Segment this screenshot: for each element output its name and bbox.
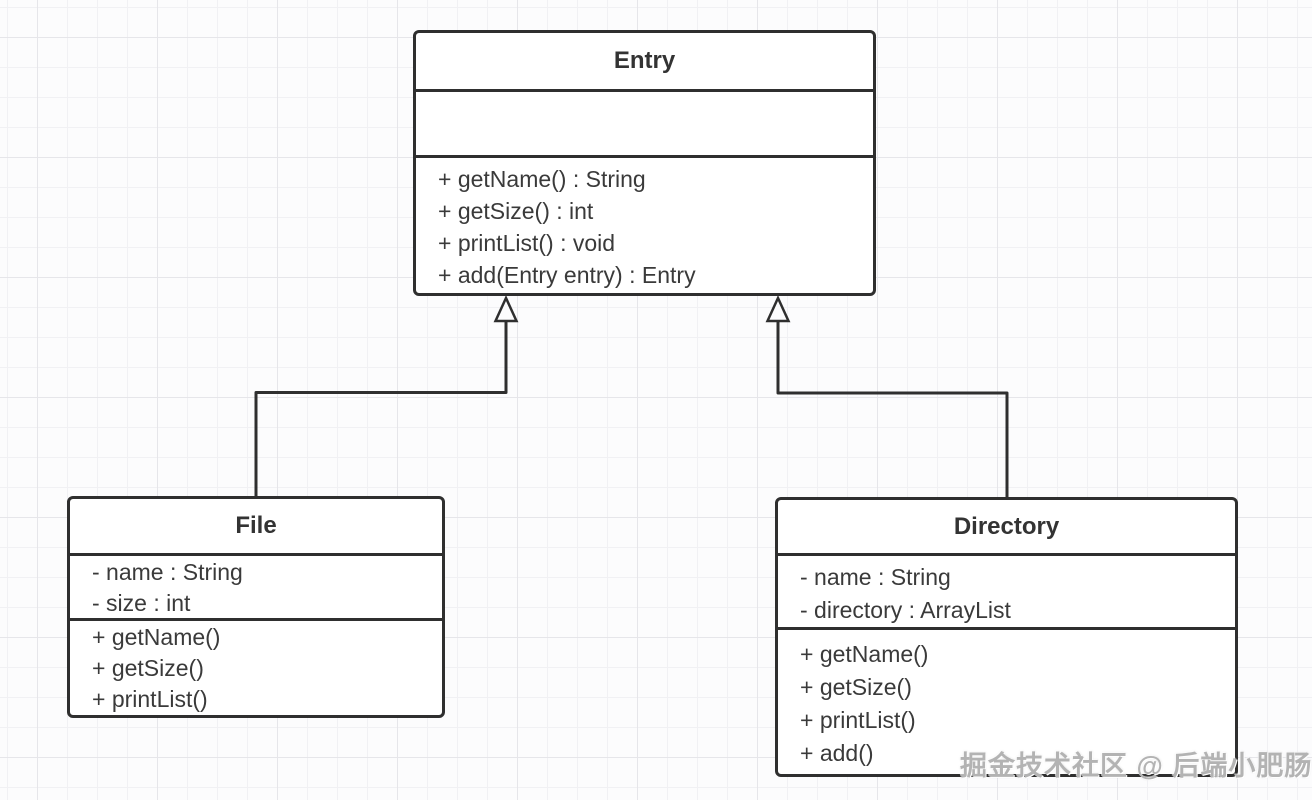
watermark-text: 掘金技术社区 @ 后端小肥肠 — [960, 751, 1312, 781]
method-row: + printList() — [800, 707, 916, 733]
field-row: - size : int — [92, 590, 191, 616]
class-fields-directory: - name : String - directory : ArrayList — [778, 556, 1235, 630]
field-row: - directory : ArrayList — [800, 597, 1011, 623]
class-box-entry[interactable]: Entry + getName() : String + getSize() :… — [413, 30, 876, 296]
class-methods-file: + getName() + getSize() + printList() — [70, 621, 442, 715]
method-row: + getSize() — [800, 674, 912, 700]
class-fields-file: - name : String - size : int — [70, 556, 442, 621]
generalization-arrow-file-to-entry[interactable] — [254, 294, 519, 497]
method-row: + getName() — [92, 624, 221, 650]
method-row: + getSize() : int — [438, 198, 594, 224]
hollow-triangle-arrowhead — [765, 294, 791, 323]
class-box-file[interactable]: File - name : String - size : int + getN… — [67, 496, 445, 718]
method-row: + add(Entry entry) : Entry — [438, 262, 696, 288]
generalization-arrow-directory-to-entry[interactable] — [765, 294, 1009, 498]
class-box-directory[interactable]: Directory - name : String - directory : … — [775, 497, 1238, 777]
class-methods-entry: + getName() : String + getSize() : int +… — [416, 158, 873, 293]
field-row: - name : String — [800, 564, 951, 590]
method-row: + printList() : void — [438, 230, 616, 256]
method-row: + getSize() — [92, 655, 204, 681]
class-title-entry: Entry — [416, 33, 873, 92]
class-methods-directory: + getName() + getSize() + printList() + … — [778, 630, 1235, 774]
method-row: + getName() — [800, 641, 929, 667]
class-title-directory: Directory — [778, 500, 1235, 556]
field-row: - name : String — [92, 559, 243, 585]
method-row: + add() — [800, 740, 874, 766]
class-title-file: File — [70, 499, 442, 556]
hollow-triangle-arrowhead — [493, 294, 519, 323]
method-row: + printList() — [92, 686, 208, 712]
method-row: + getName() : String — [438, 166, 646, 192]
class-fields-entry-empty — [416, 92, 873, 158]
